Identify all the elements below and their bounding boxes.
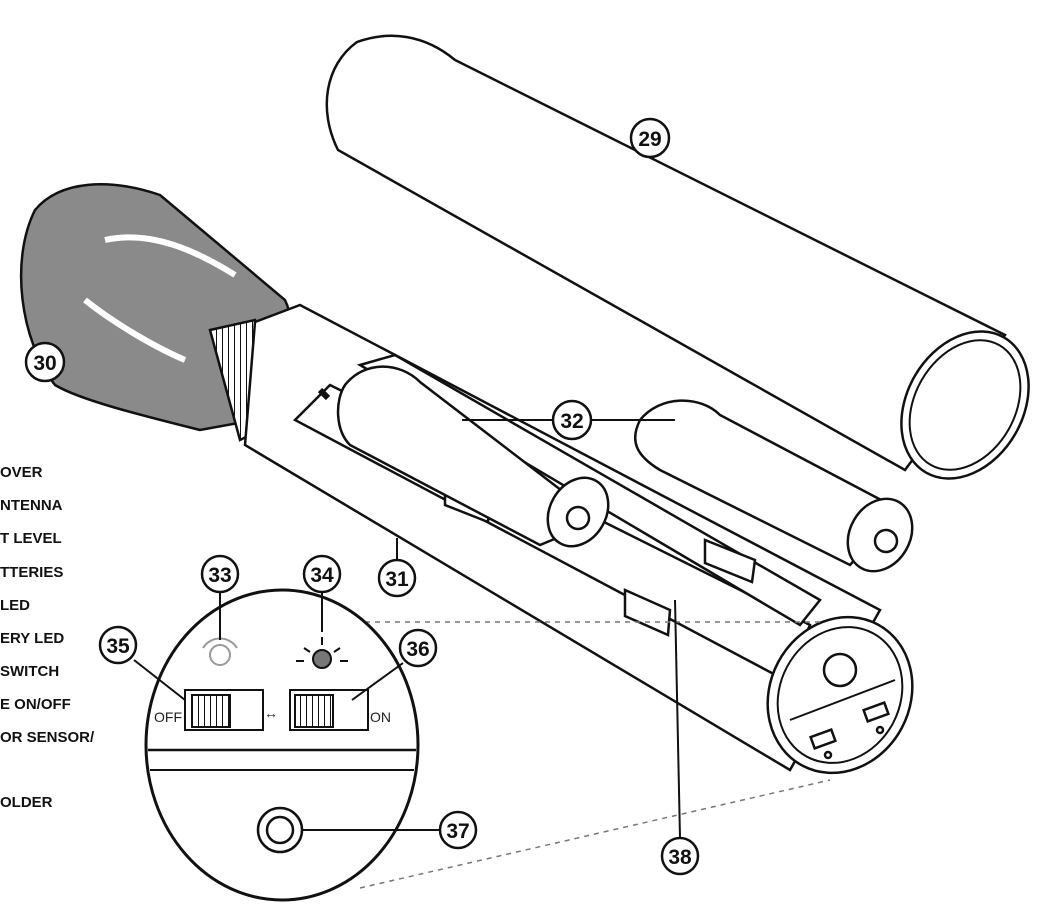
- legend-item: OR SENSOR/: [0, 729, 95, 746]
- callout-29: 29: [629, 117, 671, 159]
- batteries: [336, 365, 914, 573]
- callout-32: 32: [551, 399, 593, 441]
- svg-text:38: 38: [668, 846, 692, 869]
- legend-item: ERY LED: [0, 630, 64, 647]
- legend-item: LED: [0, 597, 30, 614]
- callout-38: 38: [660, 836, 700, 876]
- mute-switch: [184, 689, 264, 731]
- callout-36: 36: [398, 628, 438, 668]
- callout-leader-lines: [133, 419, 681, 839]
- svg-text:35: 35: [106, 635, 130, 658]
- svg-text:34: 34: [310, 564, 334, 587]
- legend-item: OVER: [0, 464, 43, 481]
- battery-cover-tube: [325, 34, 1030, 480]
- legend-item: SWITCH: [0, 663, 59, 680]
- legend-item: E ON/OFF: [0, 696, 71, 713]
- battery-led-icon: [296, 637, 348, 669]
- callout-37: 37: [438, 810, 478, 850]
- svg-text:29: 29: [638, 128, 661, 151]
- callout-35: 35: [98, 625, 138, 665]
- svg-text:33: 33: [208, 564, 231, 587]
- svg-text:30: 30: [33, 352, 56, 375]
- svg-text:32: 32: [560, 410, 583, 433]
- stand-holder-socket: [256, 806, 304, 854]
- zoom-guide-lines: [335, 621, 831, 889]
- parts-legend: OVER NTENNA T LEVEL TTERIES LED ERY LED …: [0, 464, 95, 811]
- legend-item: TTERIES: [0, 564, 63, 581]
- callout-33: 33: [200, 554, 240, 594]
- switch-off-label: OFF: [154, 709, 182, 725]
- callout-34: 34: [302, 554, 342, 594]
- svg-text:37: 37: [446, 820, 469, 843]
- legend-item: NTENNA: [0, 497, 63, 514]
- switch-arrow: ↔: [264, 705, 278, 721]
- control-panel-detail: OFF ↔ ON: [144, 588, 420, 902]
- microphone-end-cap: [766, 615, 914, 775]
- callout-31: 31: [377, 558, 417, 598]
- svg-text:36: 36: [406, 638, 429, 661]
- svg-text:31: 31: [385, 568, 409, 591]
- legend-item: OLDER: [0, 794, 53, 811]
- switch-on-label: ON: [370, 709, 391, 725]
- callout-30: 30: [24, 341, 66, 383]
- legend-item: T LEVEL: [0, 530, 62, 547]
